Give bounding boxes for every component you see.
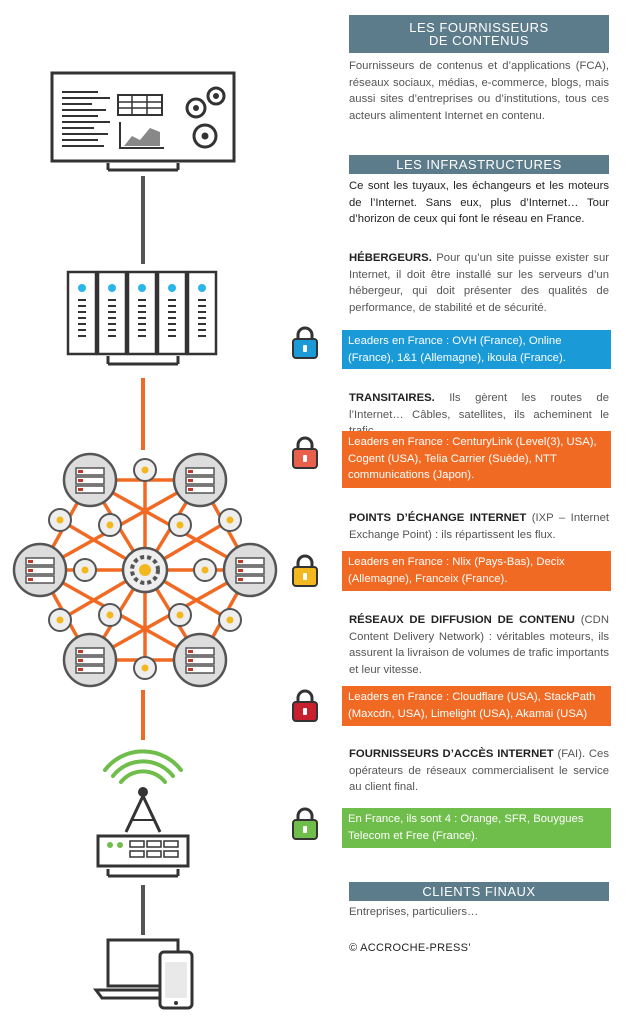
laptop-phone-icon xyxy=(93,938,194,1010)
lock-icon xyxy=(292,326,318,359)
hebergeurs-paragraph: HÉBERGEURS. Pour qu’un site puisse exist… xyxy=(349,250,609,316)
lock-icon xyxy=(292,554,318,587)
cdn-heading: RÉSEAUX DE DIFFUSION DE CONTENU xyxy=(349,614,575,626)
cdn-leaders: Leaders en France : Cloudflare (USA), St… xyxy=(342,686,611,726)
infrastructures-text: Ce sont les tuyaux, les échangeurs et le… xyxy=(349,180,609,226)
fai-text: (FAI). Ces opérateurs de réseaux commerc… xyxy=(349,748,609,794)
transitaires-paragraph: TRANSITAIRES. Ils gèrent les routes de l… xyxy=(349,390,609,440)
lock-icon xyxy=(292,807,318,840)
antenna-router-icon xyxy=(96,749,190,878)
transitaires-leaders: Leaders en France : CenturyLink (Level(3… xyxy=(342,431,611,488)
monitor-dashboard-icon xyxy=(50,71,236,172)
transitaires-heading: TRANSITAIRES. xyxy=(349,392,435,404)
ixp-heading: POINTS D’ÉCHANGE INTERNET xyxy=(349,512,527,524)
ixp-text: (IXP – Internet Exchange Point) : ils ré… xyxy=(349,512,609,541)
infrastructures-header: LES INFRASTRUCTURES xyxy=(349,155,609,174)
fai-paragraph: FOURNISSEURS D’ACCÈS INTERNET (FAI). Ces… xyxy=(349,746,609,796)
fournisseurs-title-line1: LES FOURNISSEURS xyxy=(409,20,549,35)
clients-text: Entreprises, particuliers… xyxy=(349,906,479,918)
fai-heading: FOURNISSEURS D’ACCÈS INTERNET xyxy=(349,748,554,760)
ixp-paragraph: POINTS D’ÉCHANGE INTERNET (IXP – Interne… xyxy=(349,510,609,543)
ixp-leaders: Leaders en France : Nlix (Pays-Bas), Dec… xyxy=(342,551,611,591)
lock-icon xyxy=(292,436,318,469)
transitaires-text: Ils gèrent les routes de l’Internet… Câb… xyxy=(349,392,609,437)
credit-text: © ACCROCHE-PRESS’ xyxy=(349,942,472,954)
fournisseurs-title-line2: DE CONTENUS xyxy=(428,33,530,48)
cdn-paragraph: RÉSEAUX DE DIFFUSION DE CONTENU (CDN Con… xyxy=(349,612,609,678)
lock-icon xyxy=(292,689,318,722)
network-mesh-icon xyxy=(12,452,278,688)
fai-leaders: En France, ils sont 4 : Orange, SFR, Bou… xyxy=(342,808,611,848)
infrastructure-illustration xyxy=(12,71,278,1010)
cdn-text: (CDN Content Delivery Network) : véritab… xyxy=(349,614,609,676)
fournisseurs-header: LES FOURNISSEURS DE CONTENUS xyxy=(349,15,609,53)
hebergeurs-leaders: Leaders en France : OVH (France), Online… xyxy=(342,330,611,369)
fournisseurs-text: Fournisseurs de contenus et d’applicatio… xyxy=(349,60,609,122)
hebergeurs-heading: HÉBERGEURS. xyxy=(349,252,432,264)
server-rack-icon xyxy=(66,270,218,366)
hebergeurs-text: Pour qu’un site puisse exister sur Inter… xyxy=(349,252,609,314)
clients-header: CLIENTS FINAUX xyxy=(349,882,609,901)
